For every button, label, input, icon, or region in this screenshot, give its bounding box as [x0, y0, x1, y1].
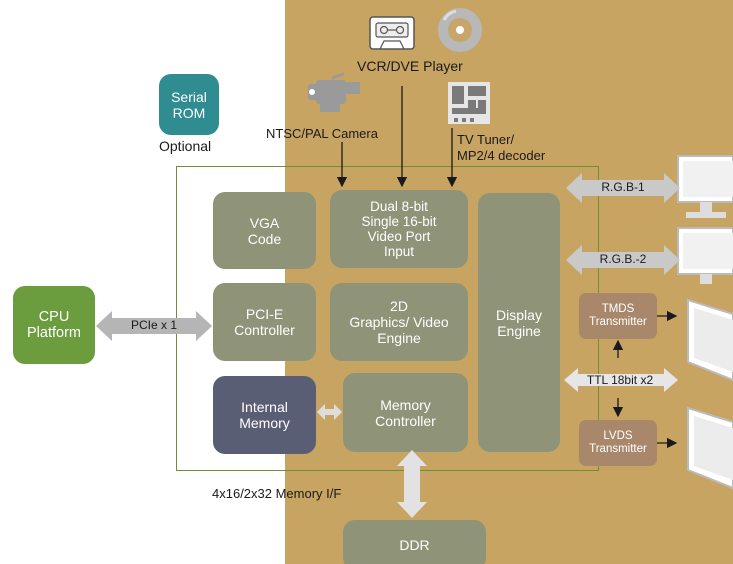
lvds-transmitter-block: LVDS Transmitter	[579, 420, 657, 466]
tv-tuner-label: TV Tuner/ MP2/4 decoder	[457, 132, 546, 163]
pcie-x1-label: PCIe x 1	[130, 318, 178, 332]
video-port-input-block: Dual 8-bit Single 16-bit Video Port Inpu…	[330, 190, 468, 268]
pcie-controller-block: PCI-E Controller	[213, 283, 316, 361]
cpu-platform-block: CPU Platform	[13, 286, 95, 364]
rgb1-label: R.G.B-1	[601, 180, 645, 194]
ddr-block: DDR	[343, 520, 486, 564]
memory-controller-block: Memory Controller	[343, 373, 468, 452]
monitor-icon	[677, 227, 733, 284]
rgb2-label: R.G.B.-2	[599, 252, 647, 266]
ttl-label: TTL 18bit x2	[586, 373, 654, 387]
internal-memory-block: Internal Memory	[213, 376, 316, 454]
graphics-video-engine-block: 2D Graphics/ Video Engine	[330, 283, 468, 361]
vga-code-block: VGA Code	[213, 192, 316, 269]
flat-panel-icon	[687, 406, 733, 490]
camera-icon	[308, 72, 360, 112]
tv-tuner-board-icon	[448, 82, 490, 124]
memory-if-label: 4x16/2x32 Memory I/F	[212, 486, 342, 501]
serial-rom-block: Serial ROM	[159, 74, 219, 135]
tmds-transmitter-block: TMDS Transmitter	[579, 293, 657, 339]
display-engine-block: Display Engine	[478, 193, 560, 452]
monitor-icon	[677, 155, 733, 218]
vcr-dve-player-label: VCR/DVE Player	[357, 58, 463, 74]
flat-panel-icon	[687, 298, 733, 382]
disc-icon	[438, 8, 482, 52]
optional-label: Optional	[159, 138, 212, 154]
cassette-icon	[369, 16, 415, 50]
ntsc-pal-camera-label: NTSC/PAL Camera	[266, 126, 378, 141]
